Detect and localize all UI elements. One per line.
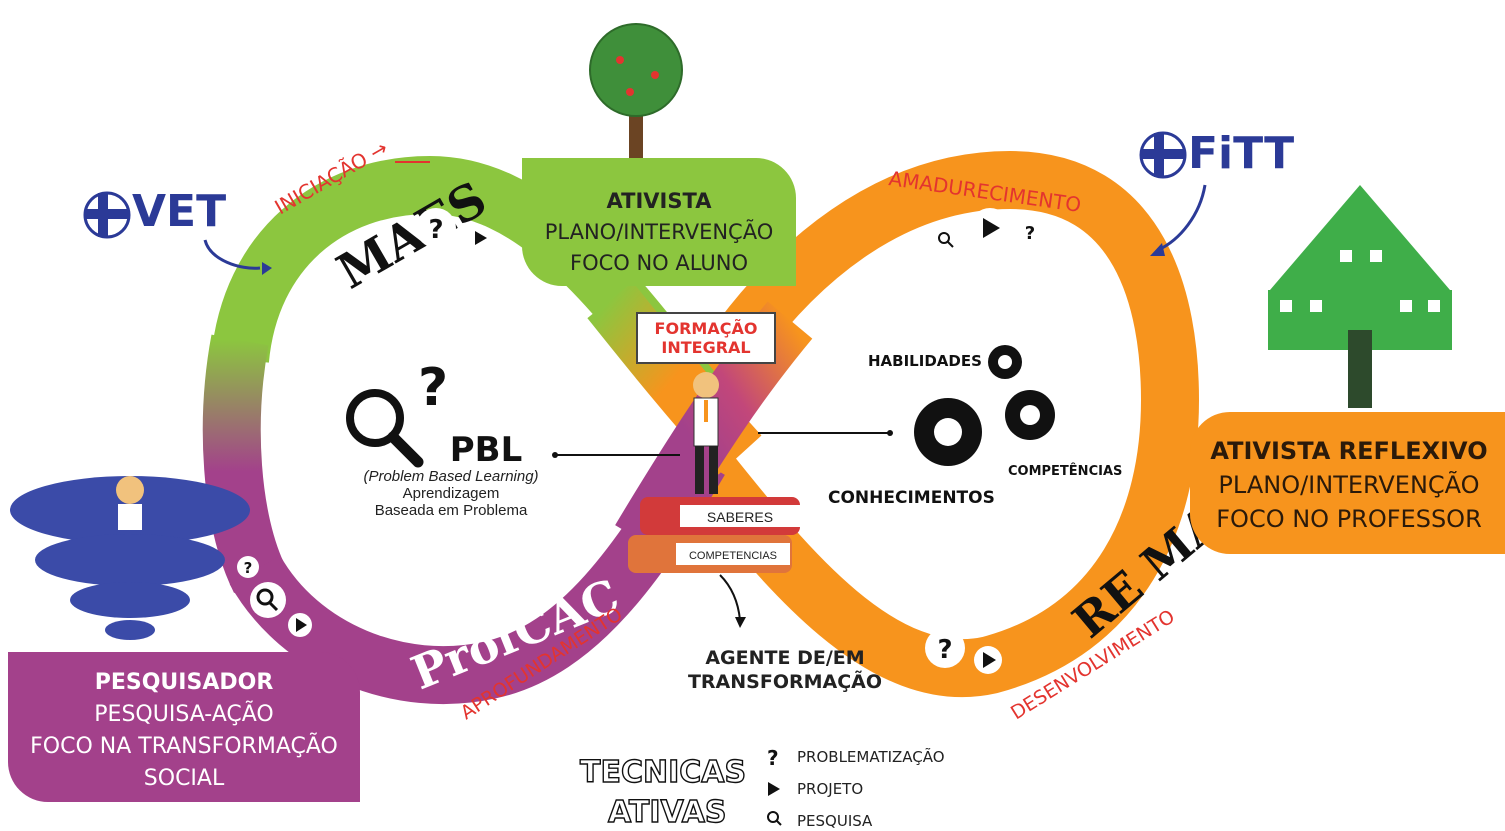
pbl-title: PBL: [449, 430, 523, 470]
left-loop-side: [202, 334, 287, 593]
finland-flag-icon-left: [83, 191, 131, 239]
pbl-line1: Aprendizagem: [402, 485, 500, 502]
finland-flag-icon-right: [1139, 131, 1187, 179]
prof-search-icon: [250, 582, 286, 618]
pesquisador-line3: SOCIAL: [143, 766, 225, 791]
vet-arrow: [203, 239, 261, 270]
gear-competences: COMPETÊNCIAS: [1008, 464, 1123, 479]
fitt-arrowhead: [1150, 243, 1165, 256]
tornado-illustration: [10, 476, 250, 640]
amad-search-icon: [932, 226, 960, 254]
person-illustration: [693, 372, 719, 494]
prof-play-icon: [288, 613, 312, 637]
tree-illustration: [589, 23, 683, 158]
ativista-reflexivo-box: ATIVISTA REFLEXIVO PLANO/INTERVENÇÃO FOC…: [1190, 412, 1505, 554]
legend-projeto: PROJETO: [797, 780, 864, 798]
remaes-question-icon: ?: [925, 628, 965, 668]
books-illustration: [628, 497, 800, 573]
prof-question-icon: ?: [237, 556, 259, 578]
ativista-title: ATIVISTA: [606, 189, 712, 213]
ativista-reflexivo-title: ATIVISTA REFLEXIVO: [1210, 437, 1488, 465]
maes-play-icon: [467, 225, 493, 251]
legend-problematizacao: PROBLEMATIZAÇÃO: [797, 748, 945, 766]
amad-question-icon: ?: [1017, 219, 1043, 245]
svg-text:?: ?: [244, 559, 253, 577]
pbl-magnifier-icon: ?: [346, 358, 448, 468]
pesquisador-title: PESQUISADOR: [94, 670, 274, 695]
vet-label: VET: [132, 186, 227, 237]
house-tree-illustration: [1268, 185, 1452, 408]
legend-play-icon: [768, 782, 780, 796]
pbl-line2: Baseada em Problema: [374, 502, 528, 519]
maes-question-icon: ?: [416, 208, 456, 248]
svg-text:?: ?: [937, 635, 952, 665]
formacao-integral-sign: FORMAÇÃO INTEGRAL: [636, 312, 776, 364]
fitt-arrow: [1157, 184, 1207, 252]
gear-knowledge: CONHECIMENTOS: [828, 488, 995, 508]
agent-line1: AGENTE DE/EM: [705, 647, 865, 669]
gear-skills: HABILIDADES: [868, 352, 982, 370]
legend-pesquisa: PESQUISA: [797, 812, 873, 830]
pbl-block: PBL (Problem Based Learning) Aprendizage…: [336, 432, 566, 519]
svg-text:?: ?: [428, 215, 443, 245]
ativista-line1: PLANO/INTERVENÇÃO: [544, 220, 774, 244]
sign-line2: INTEGRAL: [661, 338, 751, 357]
pesquisador-line1: PESQUISA-AÇÃO: [94, 702, 274, 727]
agent-text: AGENTE DE/EM TRANSFORMAÇÃO: [680, 646, 890, 694]
remaes-play-icon: [974, 646, 1002, 674]
ativista-reflexivo-line2: FOCO NO PROFESSOR: [1216, 505, 1482, 533]
right-loop: [675, 150, 1200, 698]
legend-question-icon: ?: [767, 746, 779, 770]
vet-arrowhead: [262, 262, 272, 275]
legend-title-2: ATIVAS: [608, 795, 727, 830]
book-saberes: SABERES: [707, 509, 773, 525]
legend-title-1: TECNICAS: [580, 755, 746, 790]
ativista-reflexivo-line1: PLANO/INTERVENÇÃO: [1218, 471, 1480, 499]
svg-text:?: ?: [1025, 223, 1035, 244]
ativista-box: ATIVISTA PLANO/INTERVENÇÃO FOCO NO ALUNO: [522, 158, 796, 286]
agent-line2: TRANSFORMAÇÃO: [687, 671, 883, 693]
svg-text:?: ?: [418, 358, 448, 418]
book-competencias: COMPETENCIAS: [689, 550, 777, 562]
pesquisador-line2: FOCO NA TRANSFORMAÇÃO: [30, 734, 338, 759]
sign-line1: FORMAÇÃO: [654, 319, 758, 338]
pesquisador-box: PESQUISADOR PESQUISA-AÇÃO FOCO NA TRANSF…: [8, 652, 360, 802]
amad-play-icon: [970, 208, 1010, 248]
ativista-line2: FOCO NO ALUNO: [569, 251, 749, 275]
pbl-subtitle: (Problem Based Learning): [363, 468, 539, 485]
gears-icon: [914, 345, 1055, 466]
agent-arrow: [719, 574, 741, 621]
fitt-label: FiTT: [1188, 128, 1295, 179]
legend-search-icon: [767, 811, 782, 826]
